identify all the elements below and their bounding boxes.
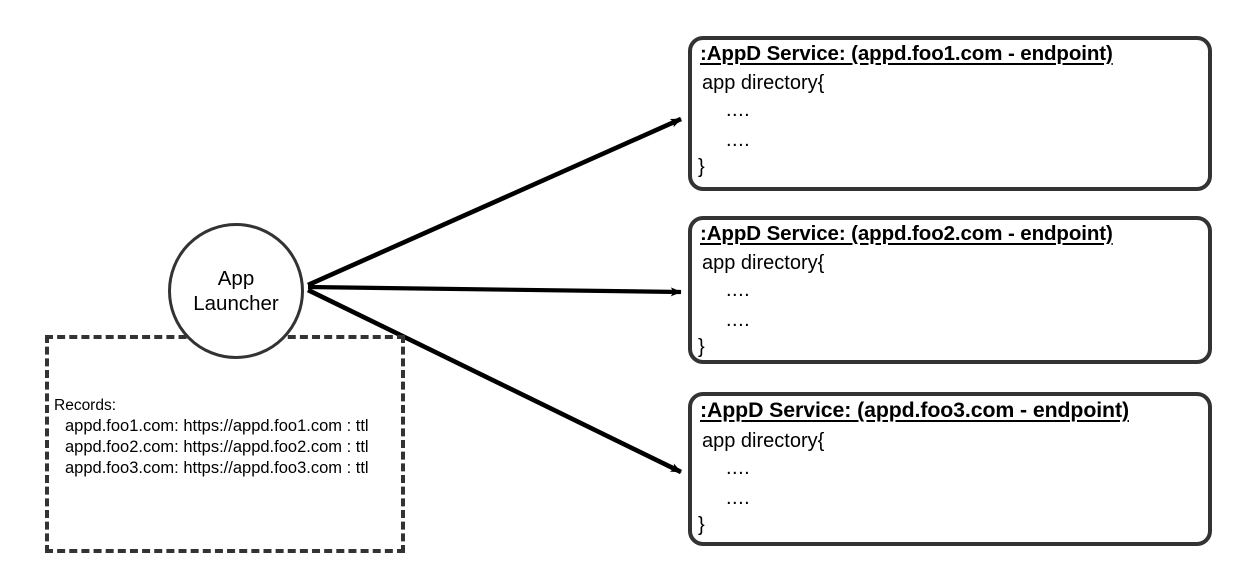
service-dots-line-2a: .... bbox=[726, 279, 751, 301]
service-title-appd-foo3: :AppD Service: (appd.foo3.com - endpoint… bbox=[700, 398, 1129, 422]
service-box-appd-foo3[interactable]: :AppD Service: (appd.foo3.com - endpoint… bbox=[688, 392, 1212, 546]
app-launcher-label-line1: App bbox=[217, 267, 255, 290]
record-entry-2: appd.foo2.com: https://appd.foo2.com : t… bbox=[65, 438, 369, 456]
service-close-line-2: } bbox=[698, 336, 705, 358]
service-body-appd-foo1: app directory{ .... .... } bbox=[698, 71, 825, 179]
connector-launcher-to-service-2 bbox=[307, 284, 682, 297]
service-open-line-1: app directory{ bbox=[702, 72, 825, 94]
service-box-appd-foo2[interactable]: :AppD Service: (appd.foo2.com - endpoint… bbox=[688, 216, 1212, 364]
service-dots-line-3b: .... bbox=[726, 487, 751, 509]
record-entry-3: appd.foo3.com: https://appd.foo3.com : t… bbox=[65, 459, 369, 477]
service-close-line-1: } bbox=[698, 156, 705, 178]
service-dots-line-1a: .... bbox=[726, 99, 751, 121]
records-text-block: Records: appd.foo1.com: https://appd.foo… bbox=[54, 396, 369, 479]
service-open-line-3: app directory{ bbox=[702, 430, 825, 452]
service-open-line-2: app directory{ bbox=[702, 252, 825, 274]
service-body-appd-foo3: app directory{ .... .... } bbox=[698, 429, 825, 537]
service-dots-line-2b: .... bbox=[726, 309, 751, 331]
service-title-appd-foo1: :AppD Service: (appd.foo1.com - endpoint… bbox=[700, 42, 1113, 65]
records-heading: Records: bbox=[54, 397, 117, 414]
service-dots-line-1b: .... bbox=[726, 129, 751, 151]
record-entry-1: appd.foo1.com: https://appd.foo1.com : t… bbox=[65, 417, 369, 435]
service-box-appd-foo1[interactable]: :AppD Service: (appd.foo1.com - endpoint… bbox=[688, 36, 1212, 191]
service-close-line-3: } bbox=[698, 514, 705, 536]
connector-launcher-to-service-1 bbox=[307, 116, 682, 288]
service-title-appd-foo2: :AppD Service: (appd.foo2.com - endpoint… bbox=[700, 222, 1113, 245]
app-launcher-label-line2: Launcher bbox=[193, 292, 279, 315]
service-dots-line-3a: .... bbox=[726, 457, 751, 479]
node-app-launcher[interactable]: App Launcher bbox=[168, 223, 304, 359]
service-body-appd-foo2: app directory{ .... .... } bbox=[698, 251, 825, 359]
records-list: appd.foo1.com: https://appd.foo1.com : t… bbox=[65, 416, 369, 479]
